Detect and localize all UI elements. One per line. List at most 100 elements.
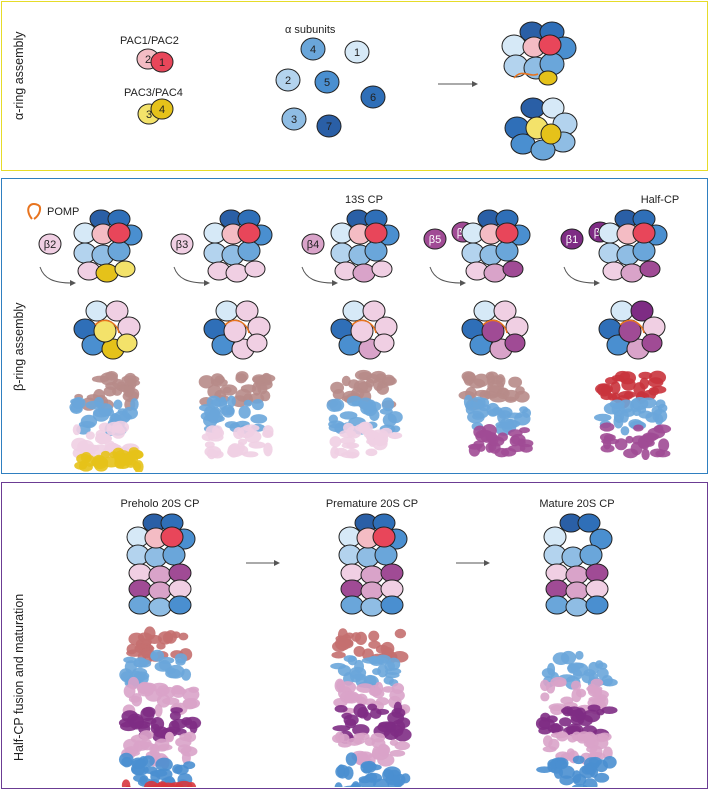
stage-half-label: Half-CP bbox=[641, 194, 680, 206]
row0-b bbox=[361, 566, 383, 584]
fusion-arrow-1 bbox=[246, 560, 280, 566]
alpha4 bbox=[238, 241, 260, 261]
pac1 bbox=[496, 223, 518, 243]
row0-b bbox=[149, 566, 171, 584]
beta-density-3 bbox=[327, 370, 403, 459]
alpha4 bbox=[496, 241, 518, 261]
top-g bbox=[117, 334, 137, 352]
alpha-ring-top bbox=[505, 98, 577, 160]
alpha-subunits-label: α subunits bbox=[285, 24, 336, 36]
free-alpha-3: 3 bbox=[291, 114, 297, 126]
premature-label: Premature 20S CP bbox=[326, 498, 418, 510]
row0-a bbox=[129, 564, 151, 582]
row2-b bbox=[361, 598, 383, 616]
alpha4 bbox=[365, 241, 387, 261]
row2-b bbox=[149, 598, 171, 616]
free-alpha-subunits: 4 1 2 5 6 3 7 bbox=[276, 38, 385, 137]
pac12-label: PAC1/PAC2 bbox=[120, 35, 179, 47]
row1-a bbox=[129, 580, 151, 598]
top-a bbox=[343, 301, 365, 321]
beta-front-b bbox=[96, 264, 118, 282]
fusion-panel-graphic: Preholo 20S CP Premature 20S CP Mature 2… bbox=[2, 483, 707, 787]
beta-front-c bbox=[115, 261, 135, 277]
beta-front-c bbox=[245, 261, 265, 277]
beta-front-b bbox=[353, 264, 375, 282]
top-a bbox=[611, 301, 633, 321]
beta-label-4: β5 bbox=[429, 234, 441, 246]
pac34-pair: 3 4 bbox=[138, 99, 173, 124]
row0-b bbox=[566, 566, 588, 584]
row1-c bbox=[381, 580, 403, 598]
pac1 bbox=[238, 223, 260, 243]
pomp-label: POMP bbox=[47, 206, 79, 218]
row1-c bbox=[586, 580, 608, 598]
alpha-panel-graphic: PAC1/PAC2 PAC3/PAC4 α subunits 2 1 3 4 4… bbox=[2, 2, 707, 169]
beta-arrow-2 bbox=[174, 267, 206, 283]
row2-a bbox=[341, 596, 363, 614]
row0-a bbox=[546, 564, 568, 582]
beta-arrow-4 bbox=[430, 267, 462, 283]
beta-front-b bbox=[226, 264, 248, 282]
beta-arrow-1 bbox=[40, 267, 72, 283]
beta-front-b bbox=[621, 264, 643, 282]
top-a bbox=[474, 301, 496, 321]
fusion-density-2 bbox=[330, 628, 411, 787]
fusion-density-3 bbox=[536, 651, 618, 787]
top-g bbox=[505, 334, 525, 352]
top-g bbox=[374, 334, 394, 352]
beta-stage-3 bbox=[327, 210, 403, 459]
beta-stage-2 bbox=[199, 210, 276, 459]
beta-stage-5 bbox=[594, 210, 671, 460]
row1-b bbox=[149, 582, 171, 600]
free-alpha-2: 2 bbox=[285, 75, 291, 87]
beta-density-2 bbox=[199, 371, 276, 459]
free-alpha-6: 6 bbox=[370, 92, 376, 104]
row0-c bbox=[586, 564, 608, 582]
pomp-icon bbox=[28, 204, 40, 219]
beta-label-1: β2 bbox=[44, 239, 56, 251]
fusion-models bbox=[119, 514, 618, 787]
alpha-ring-front bbox=[502, 22, 576, 85]
row0-c bbox=[381, 564, 403, 582]
beta-front-c bbox=[640, 261, 660, 277]
free-alpha-1: 1 bbox=[354, 47, 360, 59]
beta-label-2: β3 bbox=[176, 239, 188, 251]
alpha4 bbox=[375, 545, 397, 565]
beta-label-6: β1 bbox=[566, 234, 578, 246]
free-alpha-7: 7 bbox=[326, 121, 332, 133]
row1-b bbox=[566, 582, 588, 600]
beta-density-1 bbox=[69, 371, 143, 472]
beta-arrow-5 bbox=[564, 267, 596, 283]
beta-stage-4 bbox=[459, 210, 534, 457]
fusion-arrow-2 bbox=[456, 560, 490, 566]
pac1 bbox=[108, 223, 130, 243]
pac1-num: 1 bbox=[159, 57, 165, 69]
beta-label-3: β4 bbox=[307, 239, 319, 251]
fusion-model-2 bbox=[330, 514, 411, 787]
row2-c bbox=[169, 596, 191, 614]
pac1 bbox=[365, 223, 387, 243]
top-a bbox=[86, 301, 108, 321]
alpha-ring-assembly-panel: α-ring assembly PAC1/PAC2 PAC3/PAC4 α su… bbox=[1, 1, 708, 171]
top-a bbox=[216, 301, 238, 321]
top-g bbox=[642, 334, 662, 352]
row1-c bbox=[169, 580, 191, 598]
pac2-num: 2 bbox=[145, 54, 151, 66]
alpha1 bbox=[544, 527, 566, 547]
fusion-model-1 bbox=[119, 514, 201, 787]
row0-a bbox=[341, 564, 363, 582]
beta-density-4 bbox=[459, 371, 534, 457]
alpha4 bbox=[580, 545, 602, 565]
beta-panel-graphic: POMP 13S CP Half-CP β2β3β4β5β6β1β7 bbox=[2, 179, 707, 472]
fusion-maturation-panel: Half-CP fusion and maturation Preholo 20… bbox=[1, 482, 708, 789]
alpha4 bbox=[163, 545, 185, 565]
beta-arrow-3 bbox=[302, 267, 334, 283]
row2-c bbox=[381, 596, 403, 614]
row2-a bbox=[546, 596, 568, 614]
alpha4 bbox=[108, 241, 130, 261]
alpha-arrow bbox=[438, 81, 478, 87]
fusion-density-1 bbox=[119, 626, 201, 787]
beta-stages bbox=[69, 210, 671, 472]
pac4-num: 4 bbox=[159, 104, 165, 116]
stage-13s-label: 13S CP bbox=[345, 194, 383, 206]
